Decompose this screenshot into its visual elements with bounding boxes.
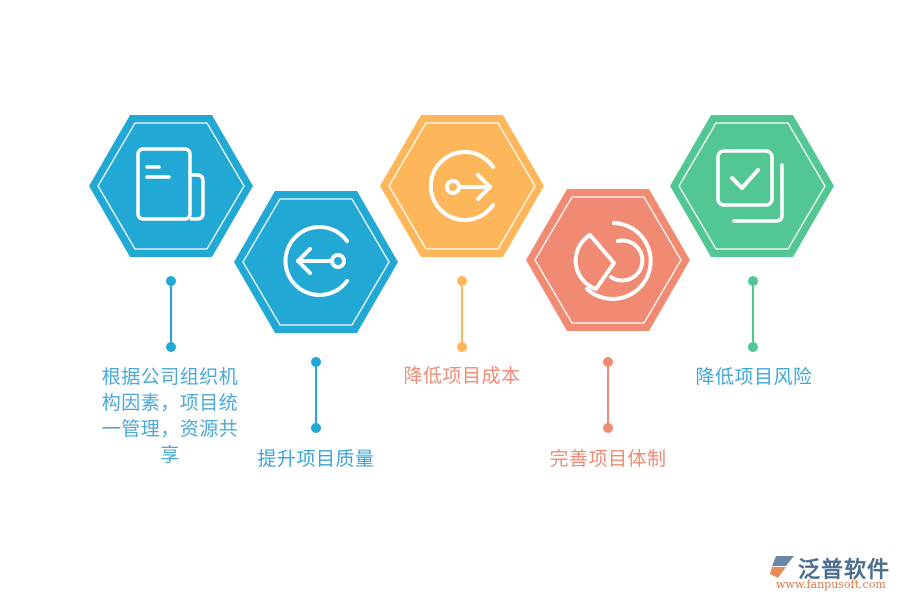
connector-system	[602, 357, 614, 433]
logo-mark-icon	[770, 556, 794, 578]
label-resource-sharing: 根据公司组织机 构因素，项目统 一管理，资源共 享	[101, 366, 239, 466]
hexagon-quality	[234, 191, 398, 333]
logo-name: 泛普软件	[798, 558, 891, 583]
sign-out-icon	[428, 150, 495, 222]
connector-quality	[310, 357, 322, 433]
document-icon	[136, 147, 205, 221]
label-risk: 降低项目风险	[695, 366, 813, 388]
logo-url: www.fanpusoft.com	[776, 578, 886, 591]
hexagon-system	[526, 189, 690, 331]
label-system: 完善项目体制	[549, 448, 667, 470]
pie-chart-icon	[573, 221, 653, 301]
label-quality: 提升项目质量	[257, 448, 375, 470]
hexagon-resource-sharing	[89, 115, 253, 257]
brand-logo: 泛普软件 www.fanpusoft.com	[768, 552, 898, 596]
hexagon-cost	[380, 115, 544, 257]
checkbox-icon	[716, 149, 784, 223]
sign-in-icon	[283, 225, 349, 297]
hexagon-risk	[670, 115, 834, 257]
connector-resource-sharing	[165, 276, 177, 352]
connector-cost	[456, 276, 468, 352]
label-cost: 降低项目成本	[403, 365, 521, 387]
connector-risk	[747, 276, 759, 352]
